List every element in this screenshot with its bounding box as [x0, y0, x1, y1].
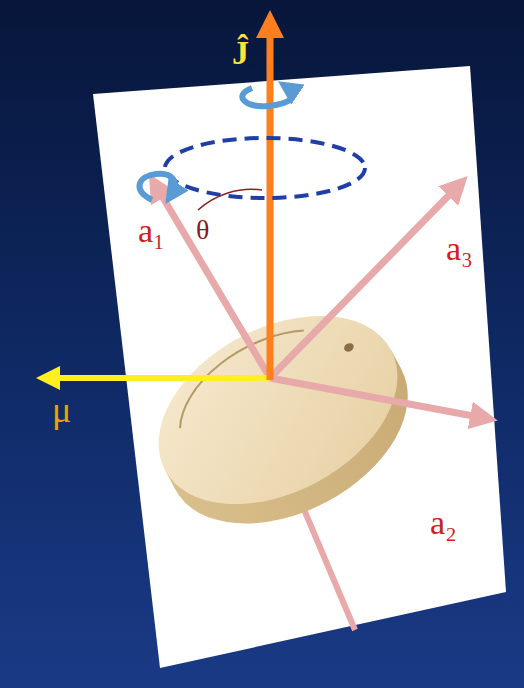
dipole-label: μ	[52, 392, 71, 428]
rotation-arrow-a1	[140, 174, 176, 200]
precession-ellipse	[165, 138, 365, 198]
j-arrow	[267, 24, 274, 380]
a1-axis	[156, 186, 270, 378]
a3-axis	[270, 186, 458, 378]
a2-axis-tail	[300, 500, 355, 630]
mu-arrow	[48, 375, 270, 381]
angular-momentum-label: Ĵ	[232, 36, 249, 70]
theta-arc	[198, 189, 262, 210]
white-card	[93, 66, 506, 668]
rotation-arrow-j	[242, 88, 293, 106]
angle-label: θ	[196, 216, 209, 244]
disc-molecule	[126, 278, 439, 562]
axis-label: a₁	[138, 214, 165, 248]
axis-label: a₂	[430, 506, 457, 540]
axis-label: a₃	[446, 232, 473, 266]
a2-axis	[270, 378, 484, 418]
